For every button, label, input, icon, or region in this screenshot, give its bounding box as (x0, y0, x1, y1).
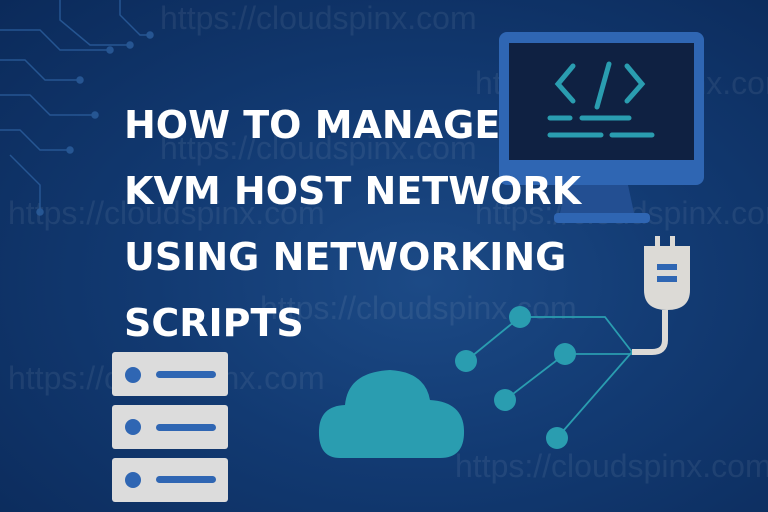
title-line: SCRIPTS (124, 301, 304, 345)
watermark: https://cloudspinx.com (160, 130, 477, 166)
network-icon (465, 316, 633, 439)
cloud-icon (318, 370, 465, 458)
circuit-traces (0, 0, 154, 216)
code-icon (547, 61, 655, 138)
network-nodes (455, 306, 576, 449)
title-line: HOW TO MANAGE (124, 103, 501, 147)
plug-icon (632, 236, 690, 355)
page-title: HOW TO MANAGE KVM HOST NETWORK USING NET… (124, 92, 581, 356)
watermark: https://cloudspinx.com (160, 0, 477, 36)
server-rack-icon (112, 352, 228, 502)
title-line: USING NETWORKING (124, 235, 567, 279)
monitor-icon (499, 32, 704, 223)
watermark: https://cloudspinx.com (455, 448, 768, 484)
title-line: KVM HOST NETWORK (124, 169, 582, 213)
watermark: https://cloudspinx.com (8, 195, 325, 231)
